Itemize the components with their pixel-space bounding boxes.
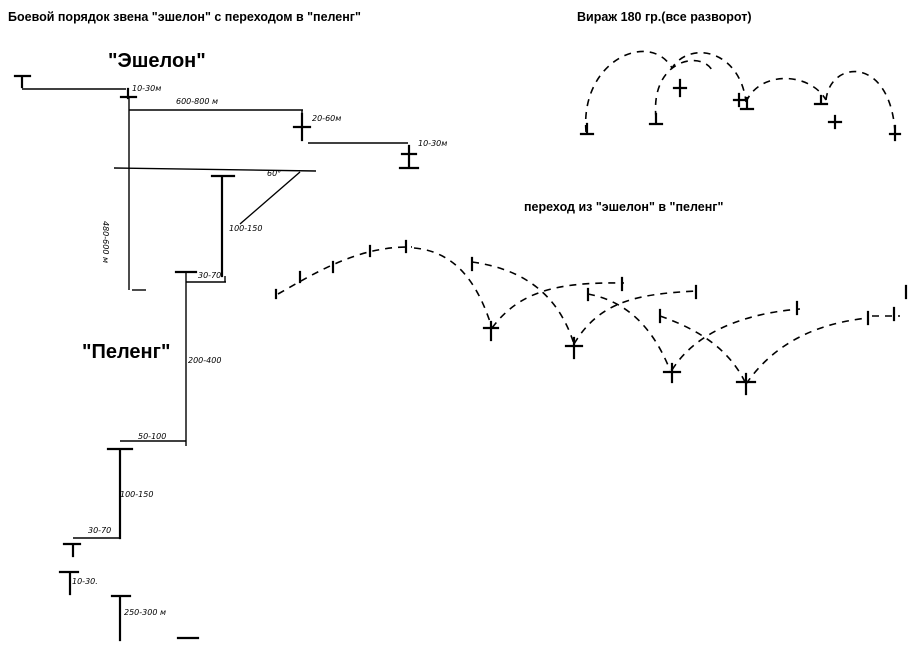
dim-label: 100-150: [120, 490, 154, 499]
transition-diagram: [274, 239, 908, 396]
aircraft-symbol: [62, 542, 82, 558]
diagram-title: Боевой порядок звена "эшелон" с переходо…: [8, 10, 361, 24]
aircraft-symbol: [210, 174, 236, 278]
echelon-label: "Эшелон": [108, 50, 206, 72]
formation-lines: [13, 74, 420, 642]
transition-title: переход из "эшелон" в "пеленг": [524, 200, 724, 214]
transition-path: [277, 246, 413, 295]
transition-path: [573, 290, 697, 345]
dim-label: 30-70: [198, 271, 222, 280]
aircraft-symbol: [648, 112, 664, 126]
aircraft-symbol: [732, 92, 746, 108]
aircraft-symbol: [735, 372, 757, 396]
transition-path: [413, 247, 493, 329]
aircraft-symbol: [662, 362, 682, 384]
aircraft-symbol: [58, 570, 80, 596]
transition-path: [745, 317, 869, 385]
aircraft-symbol: [119, 87, 138, 100]
reference-line: [113, 167, 317, 172]
transition-path: [587, 293, 671, 371]
turn-arc: [745, 77, 827, 103]
aircraft-symbol: [398, 144, 420, 170]
aircraft-symbol: [672, 78, 688, 98]
aircraft-symbol: [482, 320, 500, 342]
dim-label: 30-70: [88, 526, 112, 535]
dim-label: 10-30м: [418, 139, 448, 148]
turn-arc: [654, 59, 713, 119]
dim-label: 200-400: [188, 356, 222, 365]
angle-label: 60°: [267, 169, 282, 178]
angle-line: [239, 171, 301, 225]
aircraft-symbol: [106, 447, 134, 540]
dim-label: 100-150: [229, 224, 263, 233]
dim-label: 10-30.: [72, 577, 98, 586]
aircraft-symbol: [470, 256, 908, 326]
dim-label: 10-30м: [132, 84, 162, 93]
dim-label: 50-100: [138, 432, 167, 441]
aircraft-symbol: [274, 239, 408, 300]
dim-label: 250-300 м: [124, 608, 167, 617]
aircraft-symbol: [813, 94, 829, 106]
turn-title: Вираж 180 гр.(все разворот): [577, 10, 752, 24]
transition-path: [671, 308, 801, 371]
dim-label: 20-60м: [312, 114, 342, 123]
aircraft-symbol: [564, 336, 584, 360]
aircraft-symbol: [110, 594, 132, 642]
aircraft-symbol: [827, 114, 843, 130]
aircraft-symbol: [739, 96, 755, 111]
aircraft-symbol: [888, 124, 902, 142]
transition-path: [471, 261, 575, 345]
peleng-label: "Пеленг": [82, 341, 171, 363]
aircraft-symbol: [579, 122, 595, 136]
turn-arc: [825, 70, 896, 133]
aircraft-symbol: [13, 74, 32, 89]
dim-label: 600-800 м: [176, 97, 219, 106]
turn-arc: [585, 50, 747, 133]
turn-diagram: [579, 50, 902, 142]
transition-path: [659, 315, 747, 385]
transition-path: [491, 282, 625, 329]
